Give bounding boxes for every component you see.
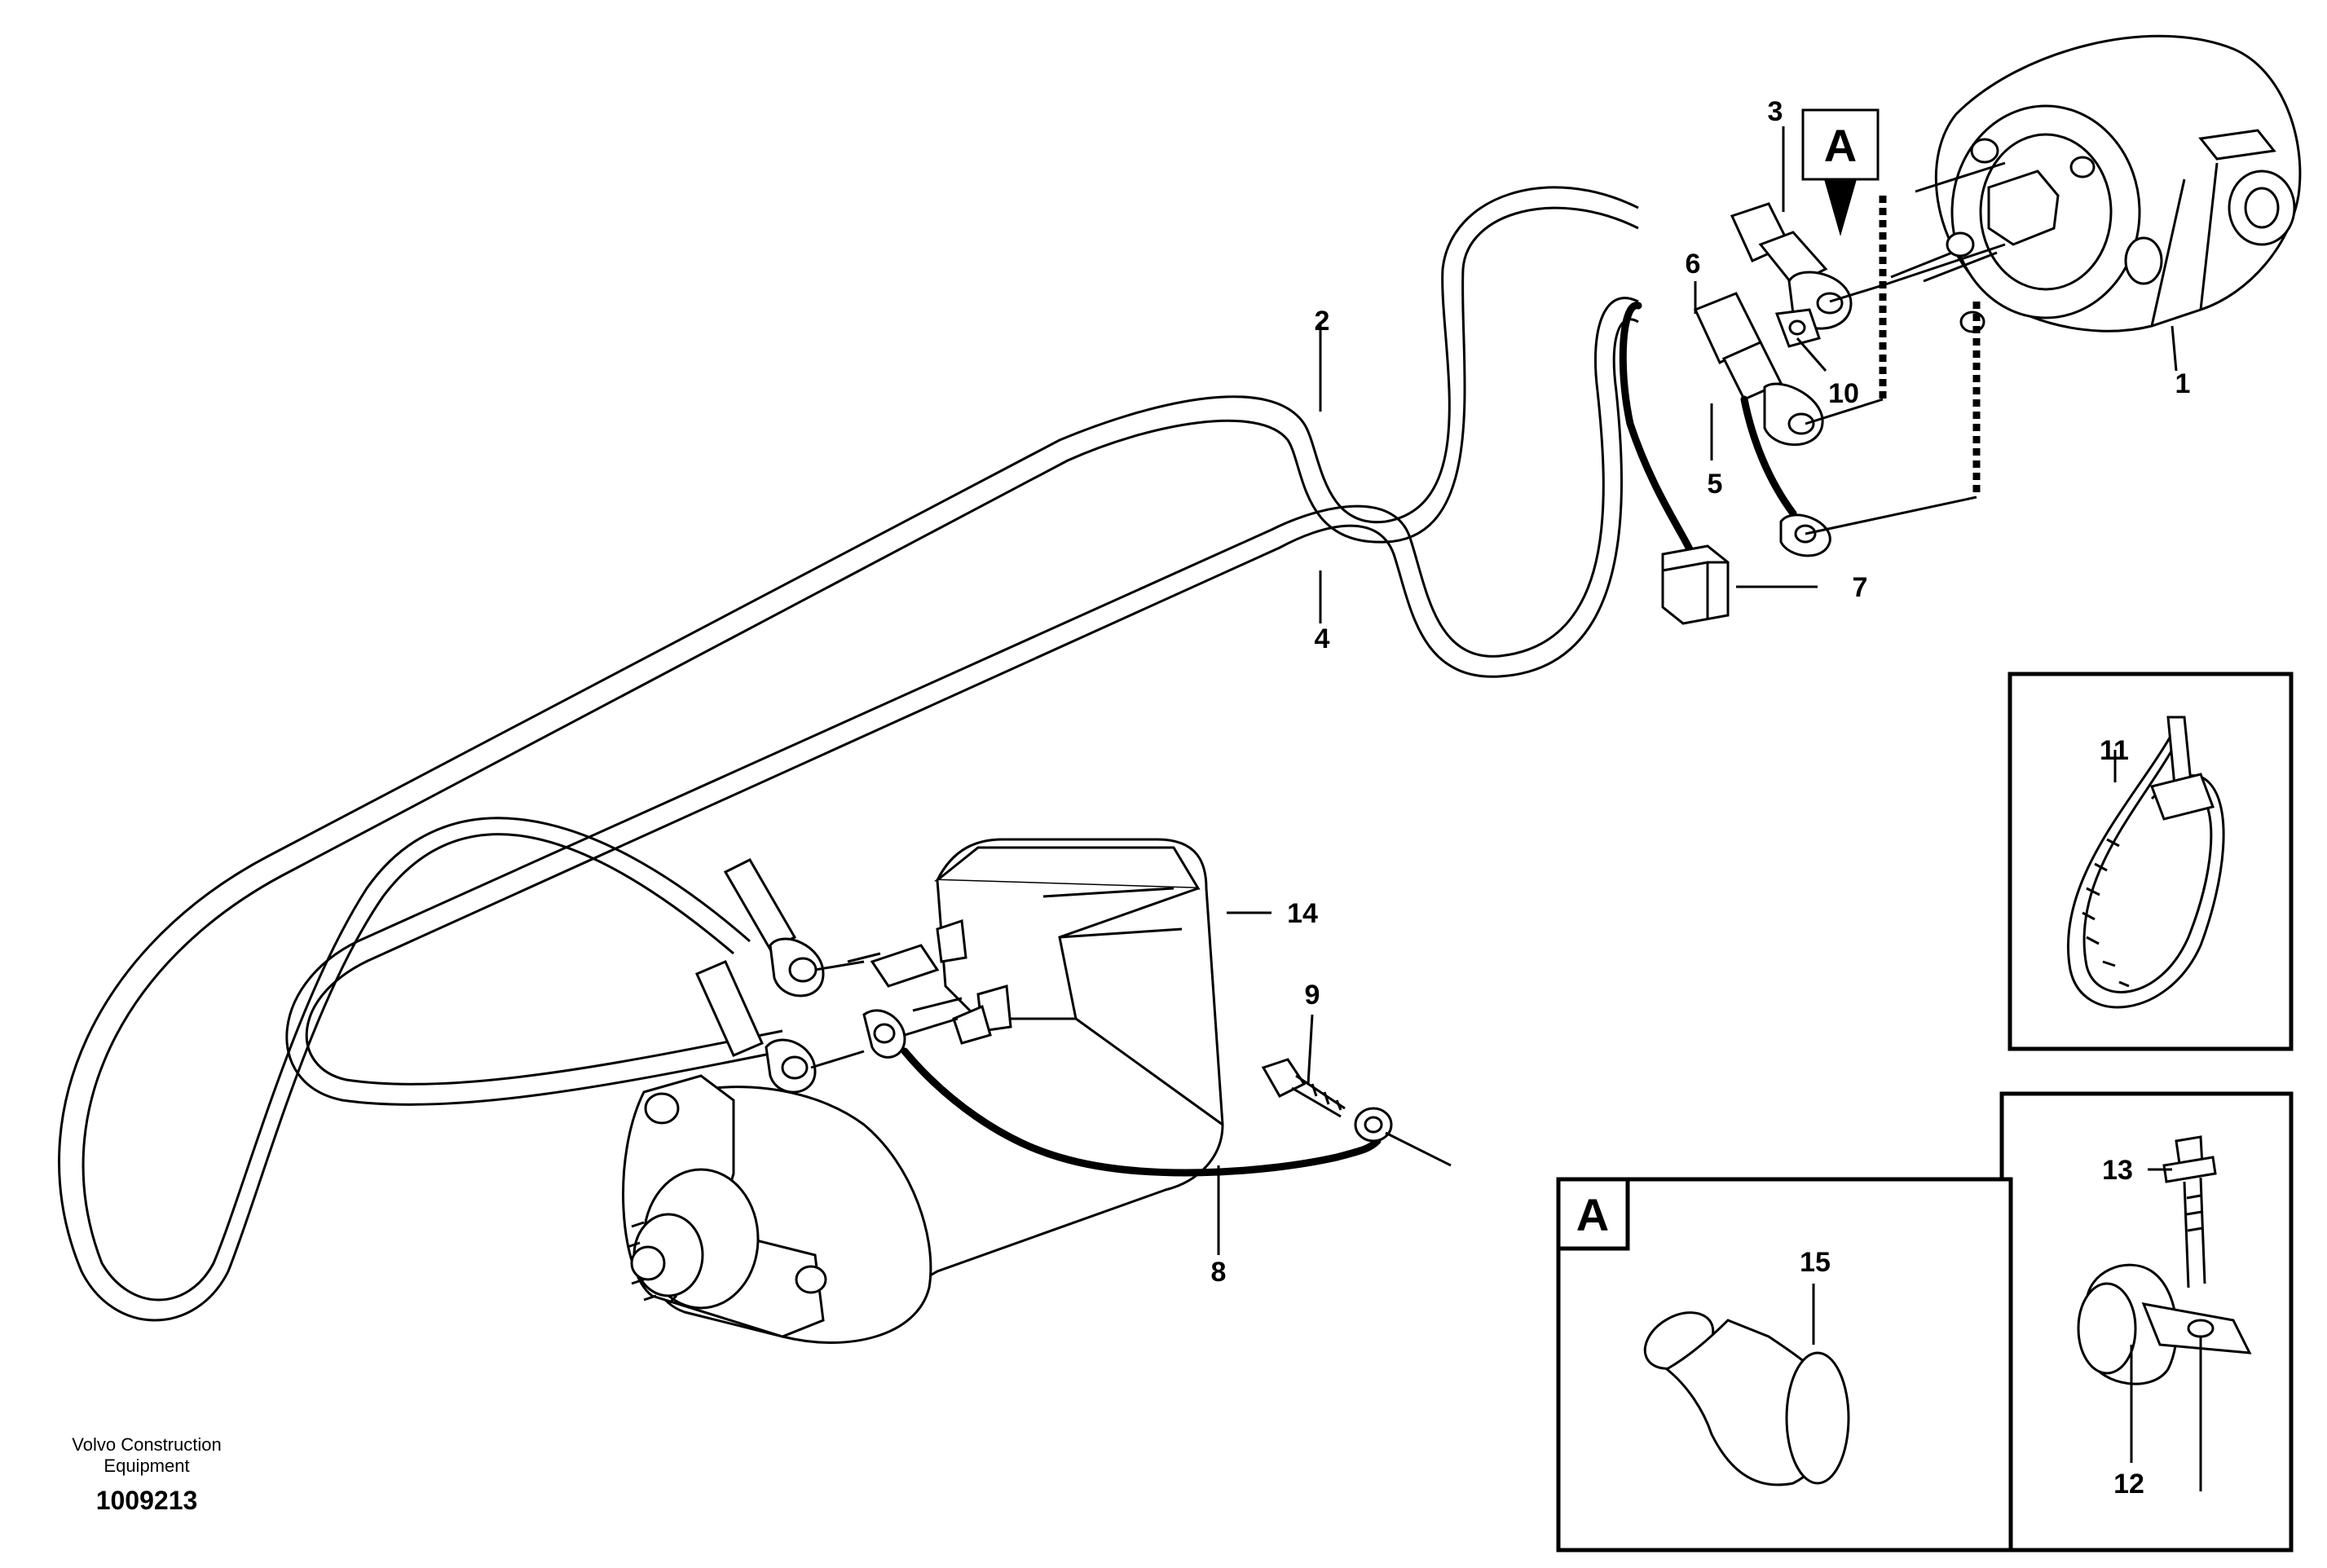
callout-7: 7 (1853, 572, 1868, 603)
detail-box-clamp (1999, 1091, 2294, 1553)
leader-lines (1217, 126, 2178, 1463)
callout-labels: 1 2 3 4 5 6 7 8 9 10 11 12 13 14 15 (1211, 96, 2191, 1500)
callout-2: 2 (1315, 306, 1330, 337)
callout-4: 4 (1315, 623, 1330, 654)
alternator (1934, 34, 2302, 333)
callout-10: 10 (1828, 378, 1859, 409)
callout-3: 3 (1768, 96, 1783, 127)
terminal-cable-3 (1730, 202, 1853, 348)
drawing-number: 1009213 (96, 1486, 198, 1515)
company-name-line1: Volvo Construction (72, 1434, 221, 1455)
callout-11: 11 (2100, 735, 2129, 766)
connector-7 (1661, 544, 1730, 625)
starter-motor (622, 838, 1224, 1344)
callout-9: 9 (1305, 980, 1320, 1011)
view-a-box (1801, 108, 1880, 181)
view-a-arrow-icon (1824, 179, 1857, 236)
cable-harness (58, 186, 1639, 1322)
bolt-9 (1261, 1058, 1452, 1167)
detail-box-cable-tie (2007, 672, 2294, 1051)
cables-5-6 (1619, 292, 1831, 566)
footer: Volvo Construction Equipment 1009213 (72, 1434, 221, 1515)
detail-box-view-a: A (1556, 1177, 2013, 1553)
callout-13: 13 (2102, 1155, 2133, 1186)
callout-12: 12 (2113, 1469, 2144, 1500)
callout-8: 8 (1211, 1257, 1227, 1288)
detail-a-label: A (1576, 1189, 1609, 1240)
callout-15: 15 (1800, 1247, 1831, 1278)
company-name-line2: Equipment (104, 1456, 189, 1476)
callout-1: 1 (2175, 368, 2191, 399)
assembly-lines (1805, 161, 2006, 535)
callout-6: 6 (1686, 249, 1701, 280)
view-a-marker: A (1801, 108, 1880, 236)
detail-a-label-box (1556, 1177, 1630, 1251)
callout-14: 14 (1287, 898, 1318, 929)
starter-cable-lugs (695, 858, 959, 1094)
view-a-label: A (1824, 120, 1857, 171)
ground-cable-8 (901, 1047, 1382, 1177)
callout-5: 5 (1708, 469, 1723, 500)
